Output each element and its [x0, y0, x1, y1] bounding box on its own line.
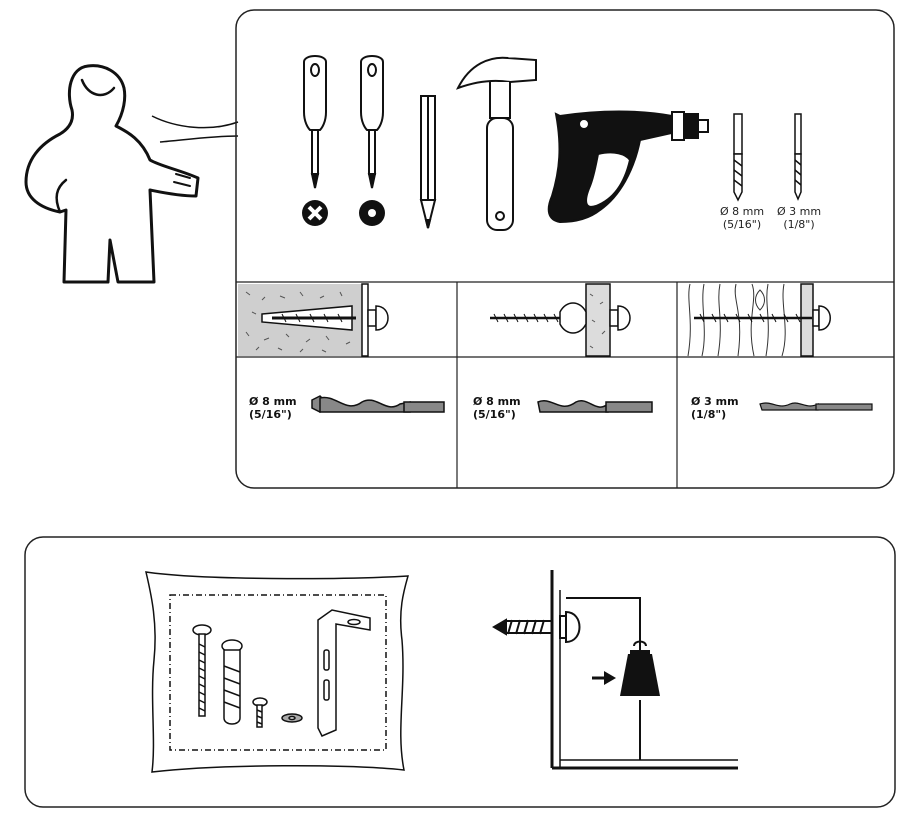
- drill-bit-8mm-inch: (5/16"): [722, 218, 762, 231]
- wall-bracket-icon: [317, 609, 371, 737]
- bottom-panel-frame: [24, 536, 896, 808]
- hardware-bag-icon: [145, 571, 410, 773]
- concrete-bit-inch: (5/16"): [249, 408, 292, 421]
- drill-bit-8mm-size: Ø 8 mm: [719, 205, 765, 218]
- power-drill-icon: [547, 110, 709, 224]
- drill-bit-3mm-inch: (1/8"): [783, 218, 815, 231]
- wood-wall-diagram: [679, 283, 831, 357]
- tools-panel-frame: [235, 9, 895, 489]
- concrete-bit-label: Ø 8 mm (5/16"): [249, 395, 297, 421]
- phillips-head-symbol-icon: [302, 200, 328, 226]
- washer-icon: [281, 713, 303, 723]
- short-screw-icon: [252, 697, 268, 728]
- hollow-wall-diagram: [490, 283, 631, 357]
- long-screw-icon: [192, 624, 212, 717]
- hollow-wall-bit-inch: (5/16"): [473, 408, 516, 421]
- phillips-screwdriver-icon: [303, 55, 327, 189]
- wall-plug-icon: [221, 639, 243, 725]
- concrete-bit-size: Ø 8 mm: [249, 395, 297, 408]
- flat-screwdriver-icon: [360, 55, 384, 189]
- drill-bit-3mm-label: Ø 3 mm (1/8"): [773, 205, 825, 231]
- hollow-wall-bit-size: Ø 8 mm: [473, 395, 521, 408]
- flat-head-symbol-icon: [359, 200, 385, 226]
- concrete-wall-diagram: [238, 283, 389, 357]
- drill-bit-3mm-icon: [794, 113, 802, 201]
- wood-bit-inch: (1/8"): [691, 408, 727, 421]
- wood-bit-size: Ø 3 mm: [691, 395, 739, 408]
- hammer-icon: [455, 56, 537, 231]
- metal-drill-bit-3mm-icon: [759, 402, 873, 411]
- hollow-wall-bit-label: Ø 8 mm (5/16"): [473, 395, 521, 421]
- masonry-drill-bit-icon: [311, 395, 445, 413]
- pencil-icon: [419, 95, 437, 229]
- weight-icon: [620, 640, 660, 696]
- arrow-right-icon: [592, 671, 616, 685]
- speech-callout: [151, 115, 239, 129]
- drill-bit-8mm-label: Ø 8 mm (5/16"): [716, 205, 768, 231]
- instruction-man-figure: [24, 64, 200, 284]
- wood-bit-label: Ø 3 mm (1/8"): [691, 395, 739, 421]
- screw-pulled-icon: [492, 610, 581, 644]
- metal-drill-bit-8mm-icon: [537, 400, 653, 413]
- drill-bit-8mm-icon: [733, 113, 743, 202]
- drill-bit-3mm-size: Ø 3 mm: [776, 205, 822, 218]
